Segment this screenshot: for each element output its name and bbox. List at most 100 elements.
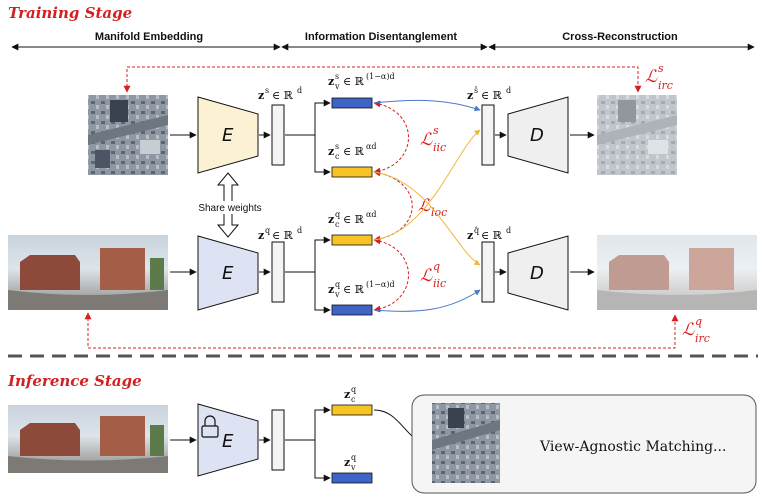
svg-text:q: q [351, 385, 356, 394]
path-zv-s-to-dec-s [373, 99, 481, 112]
svg-text:v: v [350, 463, 356, 472]
svg-text:q: q [695, 315, 702, 328]
arrow-to-zc-s [314, 135, 331, 176]
label-zq-hat: z q̂ ∈ ℝ d [467, 226, 511, 242]
encoder-inference [197, 403, 259, 477]
panorama-image-inference [8, 405, 168, 473]
svg-text:s: s [658, 62, 664, 75]
svg-text:ℒ: ℒ [682, 320, 695, 340]
lock-icon [201, 415, 219, 438]
svg-text:v: v [334, 82, 340, 91]
encoder-satellite [197, 96, 259, 174]
svg-text:ℒ: ℒ [418, 196, 431, 216]
svg-text:iic: iic [433, 277, 446, 290]
svg-text:z: z [258, 229, 264, 242]
label-zv-inf: z q v [344, 453, 356, 472]
path-zv-q-to-dec-q [373, 289, 481, 312]
svg-text:q: q [351, 453, 356, 462]
loss-iic-s: ℒ s iic [420, 124, 446, 154]
decoder-satellite [507, 96, 569, 174]
svg-text:z: z [258, 89, 264, 102]
view-feature-zv-inf [331, 472, 373, 484]
panorama-image-input [8, 235, 168, 310]
section-information-disentanglement: Information Disentanglement [305, 31, 458, 43]
view-feature-zv-s [331, 97, 373, 109]
encoder-label: E [222, 431, 234, 452]
feature-vector-zs [271, 104, 285, 166]
svg-text:z: z [328, 145, 334, 158]
panorama-image-reconstructed [597, 235, 757, 310]
label-zc-s: z s c ∈ ℝ αd [328, 142, 377, 161]
decoder-label: D [530, 125, 544, 146]
label-zv-q: z q v ∈ ℝ (1−α)d [328, 280, 395, 299]
label-zq-in-rd: z q ∈ ℝ d [258, 226, 302, 242]
content-feature-zc-s [331, 166, 373, 178]
training-stage-title: Training Stage [8, 4, 132, 22]
svg-text:q: q [265, 226, 270, 235]
svg-text:s: s [335, 142, 339, 151]
svg-text:c: c [351, 395, 356, 404]
svg-text:ℒ: ℒ [420, 266, 433, 286]
svg-text:ℒ: ℒ [645, 67, 658, 87]
svg-text:q: q [335, 280, 340, 289]
svg-text:∈ ℝ: ∈ ℝ [343, 283, 365, 296]
svg-text:d: d [297, 226, 302, 235]
svg-text:∈ ℝ: ∈ ℝ [343, 213, 365, 226]
feature-vector-zq-hat [481, 241, 495, 303]
svg-text:(1−α)d: (1−α)d [366, 72, 395, 81]
svg-text:d: d [506, 86, 511, 95]
iic-q-curve [373, 237, 409, 313]
svg-text:∈ ℝ: ∈ ℝ [343, 145, 365, 158]
satellite-image-reconstructed [597, 95, 677, 175]
svg-text:z: z [467, 89, 473, 102]
section-cross-reconstruction: Cross-Reconstruction [562, 31, 678, 43]
view-feature-zv-q [331, 304, 373, 316]
svg-text:v: v [334, 290, 340, 299]
svg-text:z: z [328, 75, 334, 88]
feature-vector-inference [271, 409, 285, 471]
arrow-to-zc-inf [285, 406, 331, 441]
svg-text:αd: αd [366, 142, 377, 151]
satellite-image-matching [432, 403, 500, 483]
label-zc-inf: z q c [344, 385, 356, 404]
svg-text:loc: loc [431, 206, 447, 219]
content-feature-zc-q [331, 234, 373, 246]
encoder-label: E [222, 263, 234, 284]
svg-text:ℒ: ℒ [420, 130, 433, 150]
svg-text:irc: irc [658, 79, 673, 92]
inference-stage-title: Inference Stage [7, 372, 142, 390]
svg-text:d: d [297, 86, 302, 95]
matching-label: View-Agnostic Matching... [539, 439, 726, 455]
svg-text:αd: αd [366, 210, 377, 219]
svg-text:iic: iic [433, 141, 446, 154]
svg-text:ŝ: ŝ [474, 86, 478, 95]
decoder-panorama [507, 235, 569, 311]
loss-irc-s: ℒ s irc [645, 62, 673, 92]
share-weights-label: Share weights [198, 203, 261, 214]
path-zc-s-to-dec-q [373, 171, 481, 266]
svg-text:q: q [335, 210, 340, 219]
svg-text:s: s [265, 86, 269, 95]
svg-text:q: q [433, 260, 440, 273]
svg-text:s: s [335, 72, 339, 81]
svg-text:z: z [344, 388, 350, 401]
svg-text:∈ ℝ: ∈ ℝ [481, 229, 503, 242]
arrow-to-zv-inf [314, 440, 331, 482]
decoder-label: D [530, 263, 544, 284]
loss-irc-q: ℒ q irc [682, 315, 710, 345]
svg-text:irc: irc [695, 332, 710, 345]
svg-text:s: s [433, 124, 439, 137]
svg-text:d: d [506, 226, 511, 235]
svg-text:c: c [335, 152, 340, 161]
iic-s-curve [373, 100, 409, 175]
encoder-label: E [222, 125, 234, 146]
section-manifold-embedding: Manifold Embedding [95, 31, 203, 43]
encoder-panorama [197, 235, 259, 311]
svg-text:z: z [328, 213, 334, 226]
path-zc-q-to-dec-s [373, 129, 481, 241]
label-zs-hat: z ŝ ∈ ℝ d [467, 86, 511, 102]
svg-text:∈ ℝ: ∈ ℝ [272, 89, 294, 102]
svg-text:∈ ℝ: ∈ ℝ [272, 229, 294, 242]
arrow-to-zv-s [285, 99, 331, 136]
